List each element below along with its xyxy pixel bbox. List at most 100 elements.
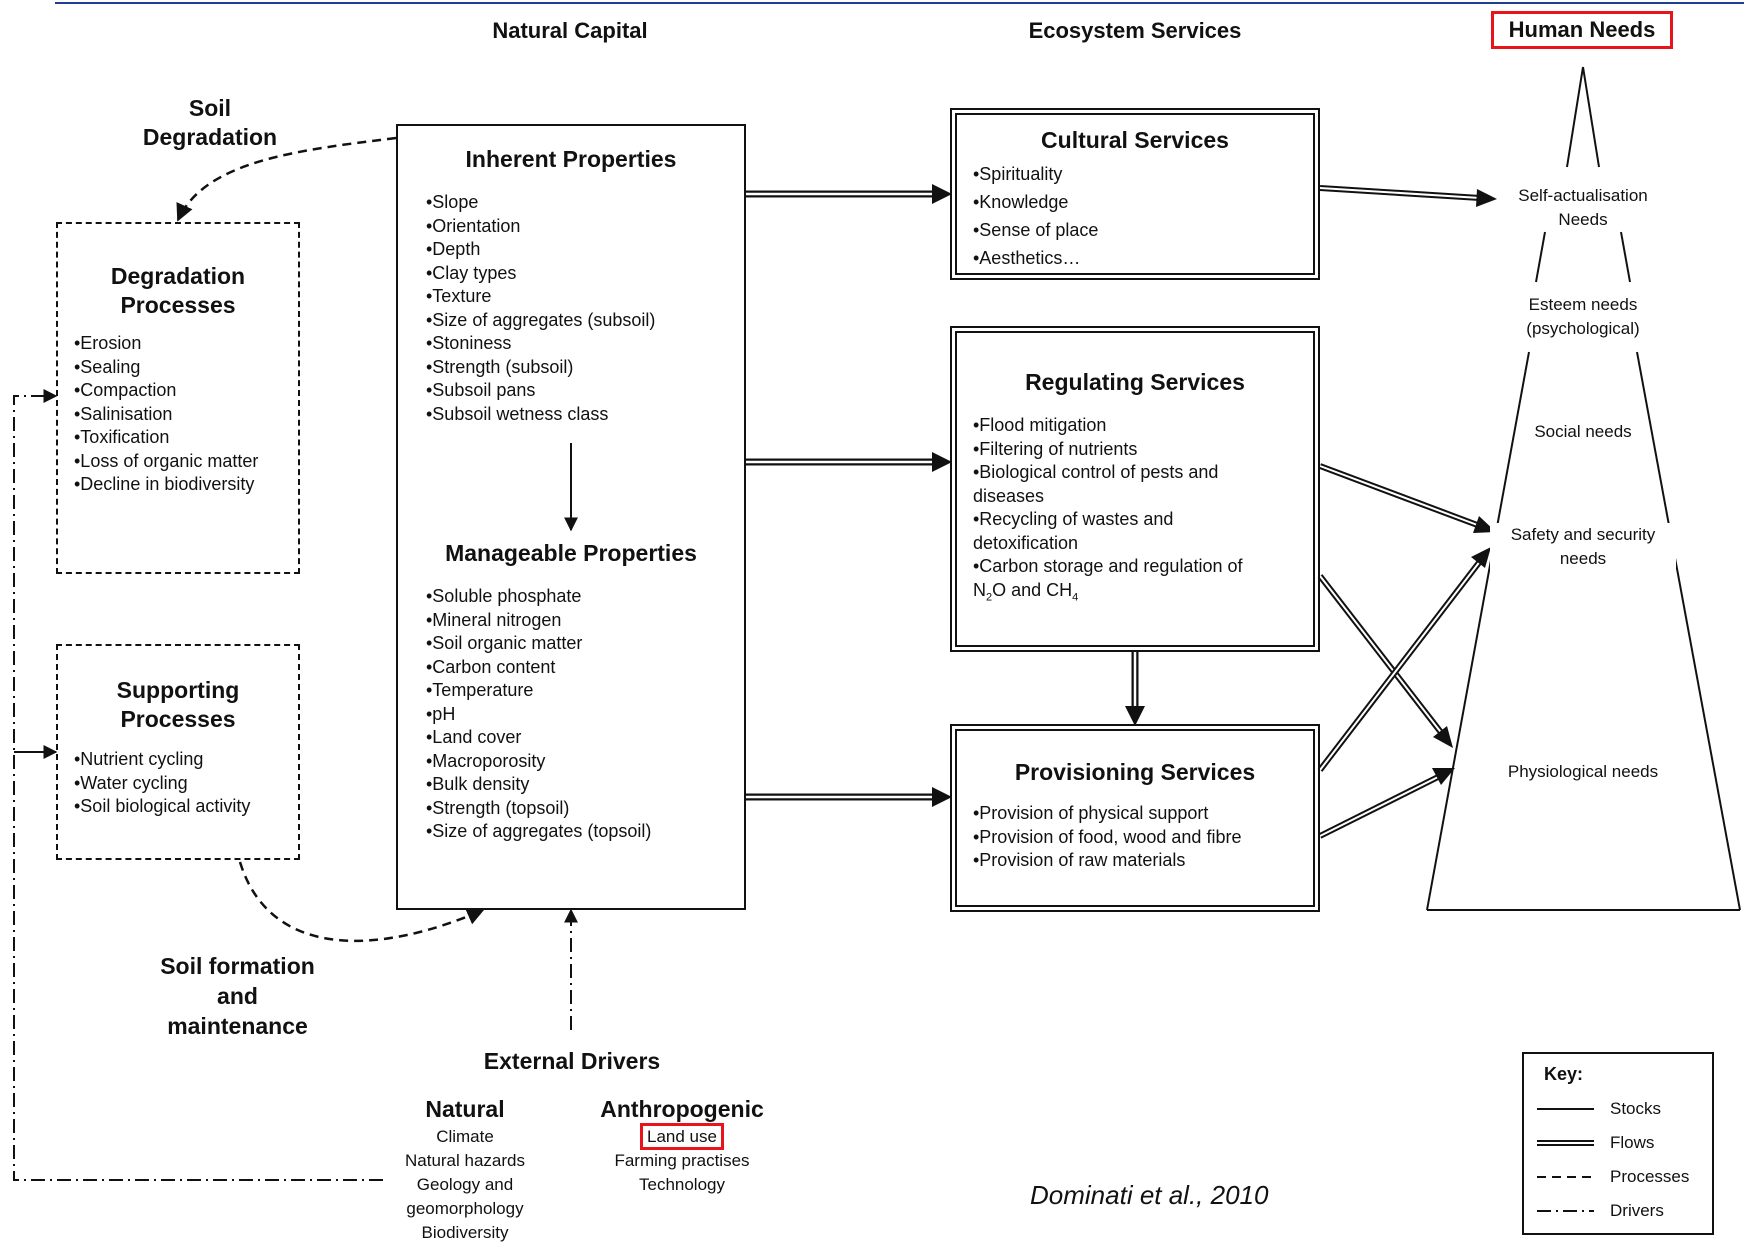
soil-degradation-label: Soil Degradation: [142, 95, 278, 150]
anthropogenic-drivers-list: Land use Farming practises Technology: [587, 1123, 777, 1197]
flow-regulating-to-provisioning: [1125, 652, 1145, 726]
list-item: •Orientation: [426, 215, 521, 236]
cultural-services-box: Cultural Services •Spirituality •Knowled…: [950, 108, 1320, 280]
flow-provisioning-to-physiological: [1318, 768, 1455, 839]
anthropogenic-drivers-title: Anthropogenic: [600, 1096, 764, 1122]
flow-regulating-to-physiological: [1317, 574, 1453, 748]
soil-degradation-arrow: [176, 136, 397, 222]
cultural-services-list: •Spirituality •Knowledge •Sense of place…: [973, 160, 1313, 272]
list-item: •Erosion: [74, 333, 142, 353]
anthropogenic-drivers-group: Anthropogenic Land use Farming practises…: [587, 1096, 777, 1197]
natural-drivers-list: Climate Natural hazards Geology and geom…: [383, 1125, 547, 1245]
flow-to-provisioning: [746, 787, 952, 807]
key-drivers-label: Drivers: [1610, 1201, 1664, 1220]
key-title: Key:: [1544, 1064, 1584, 1084]
manageable-properties-title: Manageable Properties: [445, 540, 697, 566]
list-item: Farming practises: [614, 1151, 750, 1170]
list-item: •Biological control of pests and: [973, 462, 1219, 482]
list-item: •Recycling of wastes and: [973, 509, 1174, 529]
list-item: Climate: [436, 1127, 494, 1146]
provisioning-services-title: Provisioning Services: [1014, 759, 1256, 785]
citation: Dominati et al., 2010: [1030, 1180, 1269, 1210]
list-item: •Texture: [426, 286, 492, 306]
cultural-services-title: Cultural Services: [1041, 127, 1229, 153]
list-item: •Strength (topsoil): [426, 797, 570, 818]
key-stocks-label: Stocks: [1610, 1099, 1662, 1118]
list-item-chemistry: N2O and CH4: [973, 579, 1079, 604]
list-item: •Provision of food, wood and fibre: [973, 826, 1242, 847]
degradation-processes-list: •Erosion •Sealing •Compaction •Salinisat…: [74, 332, 298, 497]
list-item: •Land cover: [426, 727, 522, 747]
list-item: •Subsoil pans: [426, 380, 536, 400]
list-item: •Loss of organic matter: [74, 450, 259, 471]
safety-needs-label: Safety and security needs: [1490, 523, 1676, 571]
physiological-needs-label: Physiological needs: [1507, 762, 1659, 781]
list-item: •Filtering of nutrients: [973, 438, 1138, 459]
self-actualisation-label: Self-actualisation Needs: [1518, 186, 1648, 229]
inherent-properties-list: •Slope •Orientation •Depth •Clay types •…: [426, 191, 744, 426]
human-needs-heading: Human Needs: [1491, 11, 1673, 49]
list-item: •Sealing: [74, 356, 141, 377]
list-item: •Bulk density: [426, 774, 530, 794]
key-samples: [1537, 1108, 1594, 1212]
list-item: •Slope: [426, 192, 479, 212]
list-item: •Soluble phosphate: [426, 586, 582, 606]
list-item: •Provision of raw materials: [973, 850, 1186, 870]
degradation-processes-title: Degradation Processes: [110, 263, 246, 318]
ecosystem-services-heading: Ecosystem Services: [1028, 18, 1242, 43]
list-item: •Provision of physical support: [973, 803, 1209, 823]
degradation-processes-box: Degradation Processes •Erosion •Sealing …: [56, 222, 300, 574]
list-item: diseases: [973, 485, 1045, 506]
social-needs-label: Social needs: [1534, 422, 1632, 441]
supporting-processes-box: Supporting Processes •Nutrient cycling •…: [56, 644, 300, 860]
soil-formation-arrow: [238, 861, 485, 943]
list-item: detoxification: [973, 532, 1079, 553]
drivers-loop-line: [13, 389, 383, 1181]
list-item: Land use: [587, 1123, 777, 1150]
provisioning-services-list: •Provision of physical support •Provisio…: [973, 802, 1313, 873]
inherent-properties-title: Inherent Properties: [465, 146, 677, 172]
list-item: •Toxification: [74, 427, 170, 447]
flow-provisioning-to-safety: [1317, 547, 1491, 772]
list-item: Technology: [638, 1175, 725, 1194]
provisioning-services-box: Provisioning Services •Provision of phys…: [950, 724, 1320, 912]
list-item: •Aesthetics…: [973, 248, 1081, 268]
key-processes-label: Processes: [1610, 1167, 1690, 1186]
human-needs-pyramid: [1426, 66, 1741, 911]
list-item: Geology and: [416, 1175, 514, 1194]
list-item: •Strength (subsoil): [426, 356, 574, 377]
list-item: •Soil biological activity: [74, 796, 251, 816]
flow-to-regulating: [746, 452, 952, 472]
key-flows-label: Flows: [1610, 1133, 1655, 1152]
list-item: •Flood mitigation: [973, 415, 1107, 435]
list-item: •Soil organic matter: [426, 633, 583, 653]
list-item: •Temperature: [426, 680, 534, 700]
list-item: •Salinisation: [74, 403, 173, 424]
list-item: •Water cycling: [74, 772, 188, 793]
list-item: •Size of aggregates (topsoil): [426, 821, 652, 841]
list-item: •Size of aggregates (subsoil): [426, 309, 656, 330]
list-item: •Clay types: [426, 262, 517, 283]
flow-regulating-to-safety: [1318, 463, 1496, 533]
regulating-services-box: Regulating Services •Flood mitigation •F…: [950, 326, 1320, 652]
regulating-services-list: •Flood mitigation •Filtering of nutrient…: [973, 414, 1313, 610]
list-item: •Depth: [426, 239, 481, 259]
manageable-properties-list: •Soluble phosphate •Mineral nitrogen •So…: [426, 585, 744, 844]
list-item: Biodiversity: [421, 1223, 509, 1242]
list-item: •Nutrient cycling: [74, 749, 204, 769]
list-item: •Decline in biodiversity: [74, 474, 255, 494]
natural-drivers-group: Natural Climate Natural hazards Geology …: [383, 1096, 547, 1245]
soil-formation-label: Soil formation and maintenance: [160, 953, 315, 1039]
list-item: •Stoniness: [426, 333, 512, 353]
supporting-processes-list: •Nutrient cycling •Water cycling •Soil b…: [74, 748, 298, 819]
list-item: geomorphology: [406, 1199, 524, 1218]
list-item: Natural hazards: [404, 1151, 525, 1170]
list-item: •Mineral nitrogen: [426, 609, 562, 630]
list-item: •Compaction: [74, 380, 177, 400]
list-item: •pH: [426, 703, 456, 724]
list-item: •Carbon storage and regulation of: [973, 556, 1243, 576]
natural-drivers-title: Natural: [425, 1096, 505, 1122]
list-item: •Carbon content: [426, 656, 556, 677]
list-item: •Spirituality: [973, 164, 1063, 184]
